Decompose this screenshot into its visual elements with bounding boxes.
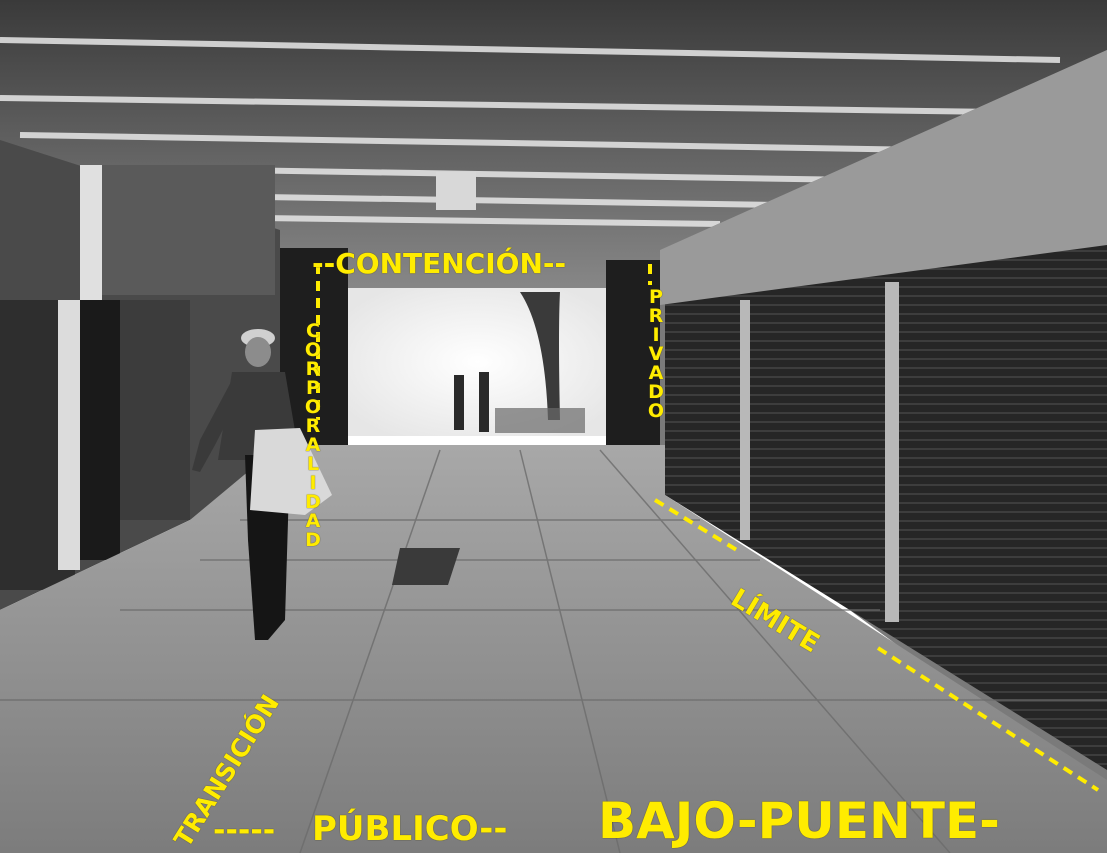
vertical-letter: O (304, 396, 322, 418)
ceiling-lamp (436, 172, 476, 210)
vertical-letter: P (649, 286, 663, 308)
distant-person-2 (479, 372, 489, 432)
floor-stain (392, 548, 460, 585)
walking-man (192, 329, 332, 640)
left-pillar (58, 300, 80, 570)
vertical-letter: I (652, 324, 660, 346)
vertical-letter: I (309, 472, 317, 494)
vertical-letter: O (304, 339, 322, 361)
vertical-letter: A (305, 434, 321, 456)
tree-trunk (520, 292, 560, 420)
label-dashes-left: ----- (213, 813, 276, 848)
limite-line-lower (876, 646, 1100, 792)
vertical-letter: A (305, 510, 321, 532)
shop-sign (100, 165, 275, 295)
vertical-letter: R (305, 358, 321, 380)
vertical-letter: L (306, 453, 320, 475)
label-bajo-puente: BAJO-PUENTE- (598, 792, 1000, 850)
annotation-lines (316, 264, 1100, 792)
vertical-letter: D (305, 491, 321, 513)
label-contencion: --CONTENCIÓN-- (312, 247, 567, 280)
vertical-letter: R (648, 305, 664, 327)
vertical-letter: R (305, 415, 321, 437)
label-publico: PÚBLICO-- (312, 809, 508, 849)
vertical-letter: P (306, 377, 320, 399)
distant-person-1 (454, 375, 464, 430)
vertical-letter: A (648, 362, 664, 384)
vertical-letter: V (648, 343, 664, 365)
vertical-letter: D (305, 529, 321, 551)
vertical-letter: D (648, 381, 664, 403)
vertical-letter: O (647, 400, 665, 422)
shutter-dividers (740, 282, 899, 622)
vertical-letter: C (306, 320, 320, 342)
